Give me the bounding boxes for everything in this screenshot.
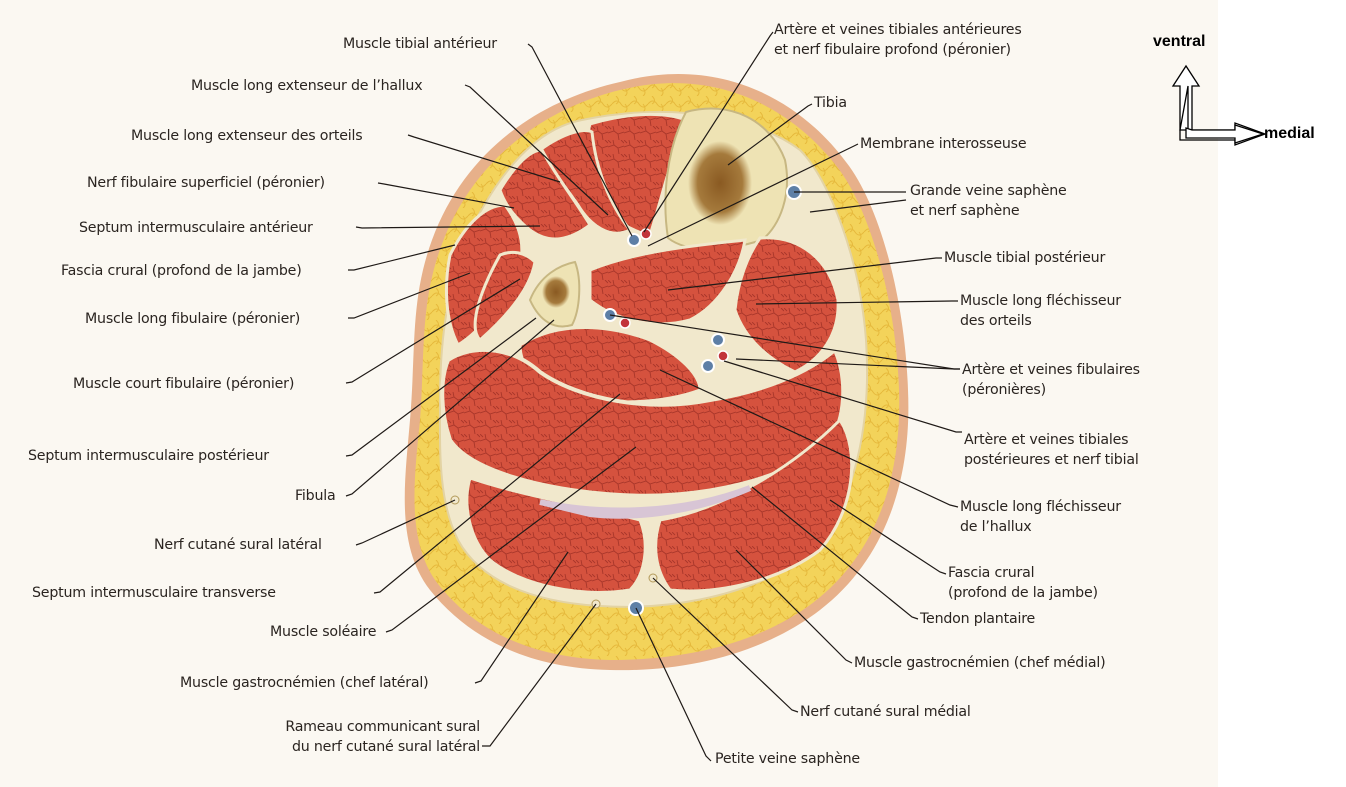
label-fibularis-brevis: Muscle court fibulaire (péronier) [73, 374, 294, 394]
posterior-tibial-artery [718, 351, 728, 361]
label-crural-fascia-right: Fascia crural(profond de la jambe) [948, 563, 1098, 603]
label-lateral-sural-cutaneous-nerve: Nerf cutané sural latéral [154, 535, 322, 555]
tibia-marrow [688, 141, 752, 225]
label-soleus: Muscle soléaire [270, 622, 376, 642]
label-crural-fascia-left: Fascia crural (profond de la jambe) [61, 261, 302, 281]
label-gastrocnemius-lateral: Muscle gastrocnémien (chef latéral) [180, 673, 428, 693]
fibula-marrow [542, 276, 570, 308]
label-fibularis-longus: Muscle long fibulaire (péronier) [85, 309, 300, 329]
label-superficial-fibular-nerve: Nerf fibulaire superficiel (péronier) [87, 173, 325, 193]
label-tibia: Tibia [814, 93, 847, 113]
label-extensor-hallucis-longus: Muscle long extenseur de l’hallux [191, 76, 422, 96]
anterior-tibial-vessels [628, 234, 640, 246]
label-fibular-vessels: Artère et veines fibulaires(péronières) [962, 360, 1140, 400]
orientation-ventral-label: ventral [1153, 33, 1205, 51]
label-interosseous-membrane: Membrane interosseuse [860, 134, 1026, 154]
label-posterior-septum: Septum intermusculaire postérieur [28, 446, 269, 466]
anterior-tibial-artery [641, 229, 651, 239]
label-gastrocnemius-medial: Muscle gastrocnémien (chef médial) [854, 653, 1105, 673]
orientation-arrows [1173, 66, 1265, 145]
label-fibula: Fibula [295, 486, 336, 506]
label-tibialis-posterior: Muscle tibial postérieur [944, 248, 1105, 268]
label-transverse-septum: Septum intermusculaire transverse [32, 583, 276, 603]
fibular-artery [620, 318, 630, 328]
label-anterior-septum: Septum intermusculaire antérieur [79, 218, 313, 238]
orientation-medial-label: medial [1264, 125, 1315, 143]
label-medial-sural-cutaneous-nerve: Nerf cutané sural médial [800, 702, 971, 722]
label-small-saphenous-vein: Petite veine saphène [715, 749, 860, 769]
label-plantaris-tendon: Tendon plantaire [920, 609, 1035, 629]
label-extensor-digitorum-longus: Muscle long extenseur des orteils [131, 126, 362, 146]
tibial-nerve [702, 360, 714, 372]
label-tibialis-anterior: Muscle tibial antérieur [343, 34, 497, 54]
posterior-tibial-vessels [712, 334, 724, 346]
